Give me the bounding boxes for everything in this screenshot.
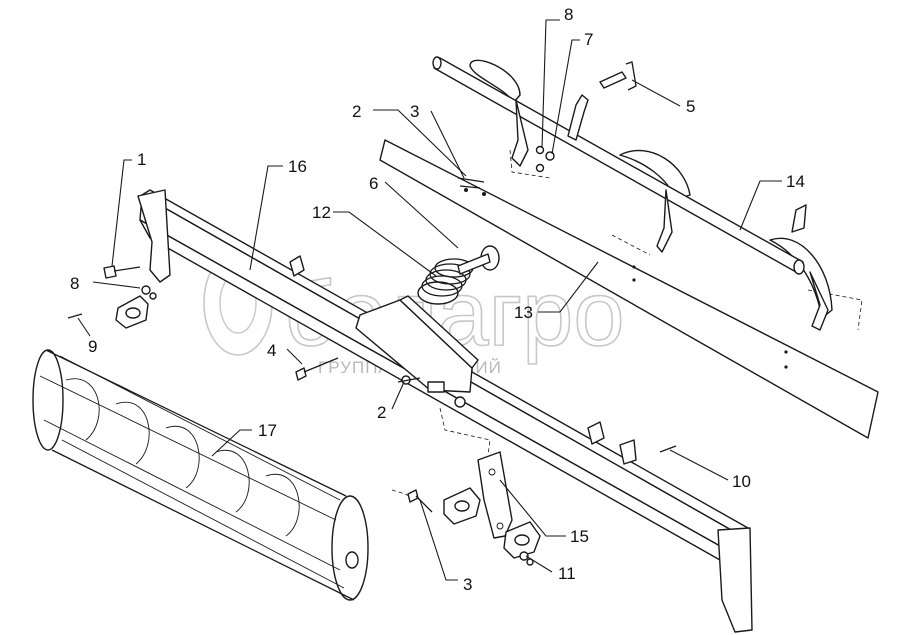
callout-8-left: 8: [70, 274, 79, 293]
callout-9: 9: [88, 337, 97, 356]
callouts: 1 2 2 3 3 4 5 6 7 8 8 9 10 11 12 13 14 1…: [70, 5, 805, 594]
callout-16: 16: [288, 157, 307, 176]
callout-11: 11: [558, 564, 576, 583]
callout-2-upper: 2: [352, 102, 361, 121]
callout-1: 1: [137, 150, 146, 169]
callout-17: 17: [258, 421, 277, 440]
callout-3-upper: 3: [410, 102, 419, 121]
callout-12: 12: [312, 203, 331, 222]
part-6-rod: [457, 245, 500, 275]
callout-5: 5: [686, 97, 695, 116]
part-12-spring: [417, 258, 474, 305]
part-13-bar: [379, 139, 879, 439]
callout-2-lower: 2: [377, 403, 386, 422]
callout-6: 6: [369, 174, 378, 193]
center-bracket: [355, 295, 479, 408]
callout-13: 13: [514, 303, 533, 322]
callout-14: 14: [786, 172, 805, 191]
part-16-frame: [137, 189, 753, 633]
leader-lines: [77, 19, 782, 581]
callout-8-upper: 8: [564, 5, 573, 24]
part-14-shaft: [432, 56, 833, 331]
callout-15: 15: [570, 527, 589, 546]
hardware: [67, 61, 677, 566]
callout-7: 7: [584, 30, 593, 49]
part-17-roller: [32, 349, 369, 601]
callout-3-lower: 3: [463, 575, 472, 594]
callout-4: 4: [267, 341, 276, 360]
callout-10: 10: [732, 472, 751, 491]
